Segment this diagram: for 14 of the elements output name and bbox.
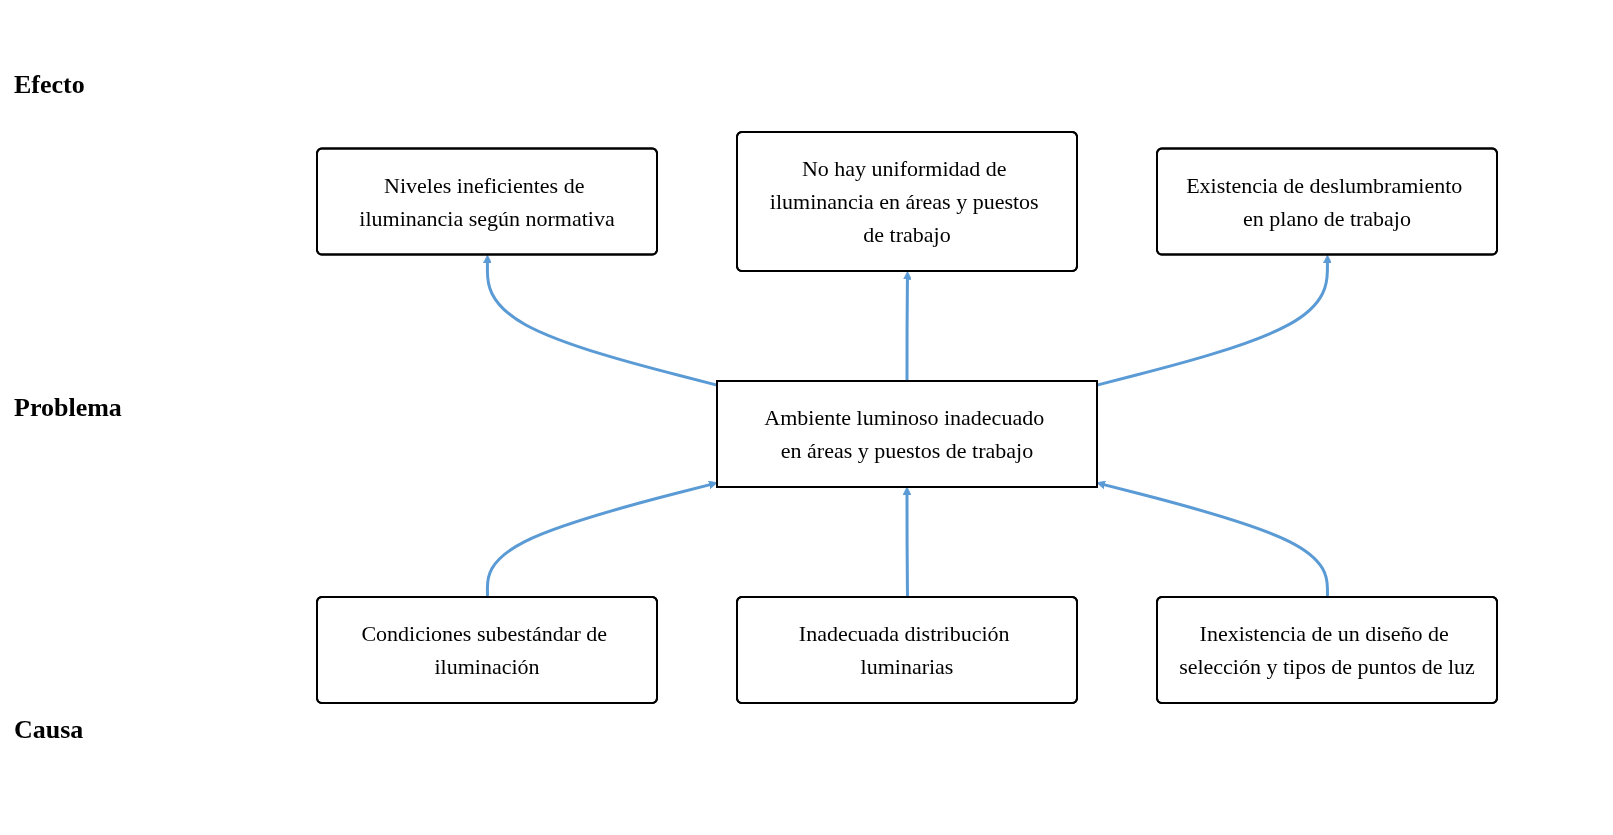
node-text: Inexistencia de un diseño de selección y tipos de puntos de luz xyxy=(1178,621,1475,679)
node-text: Inadecuada distribución luminarias xyxy=(798,621,1010,679)
arrow xyxy=(902,486,911,598)
arrow xyxy=(902,271,912,381)
node-text: No hay uniformidad de iluminancia en áreas y puestos de trabajo xyxy=(769,156,1039,247)
arrow xyxy=(485,480,717,598)
arrow xyxy=(482,254,717,387)
row-label: Causa xyxy=(14,715,85,745)
node-text: Condiciones subestándar de iluminación xyxy=(360,621,607,679)
node-box: Ambiente luminoso inadecuado en áreas y puestos de trabajo xyxy=(715,380,1098,488)
arrow xyxy=(1096,480,1329,598)
row-label: Problema xyxy=(14,392,123,423)
arrow xyxy=(1096,254,1332,387)
row-label: Efecto xyxy=(14,70,86,100)
